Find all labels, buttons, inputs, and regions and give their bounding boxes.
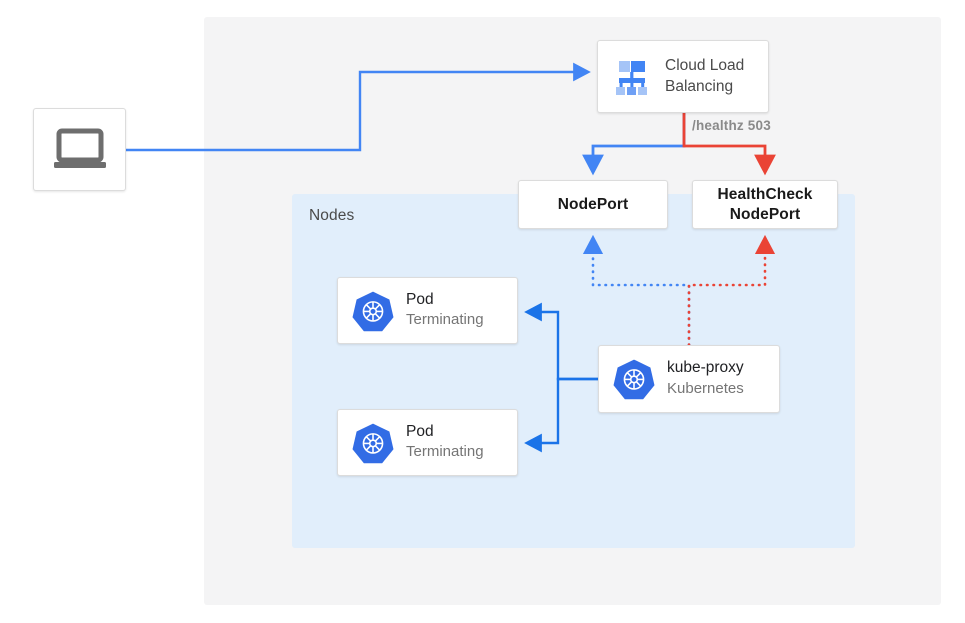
- kubernetes-icon: [613, 358, 655, 400]
- pod-a-title: Pod: [406, 290, 434, 308]
- kube-proxy-subtitle: Kubernetes: [667, 379, 744, 397]
- pod-node-b[interactable]: Pod Terminating: [337, 409, 518, 476]
- kubernetes-icon: [352, 422, 394, 464]
- pod-b-text: Pod Terminating: [406, 423, 484, 462]
- pod-a-status: Terminating: [406, 311, 484, 329]
- nodeport-node[interactable]: NodePort: [518, 180, 668, 229]
- lb-label-line-2: Balancing: [665, 77, 734, 95]
- laptop-icon: [52, 128, 108, 172]
- pod-a-text: Pod Terminating: [406, 291, 484, 330]
- healthcheck-label-line-1: HealthCheck: [717, 185, 813, 203]
- healthz-503-label: /healthz 503: [692, 118, 771, 133]
- healthcheck-nodeport-label: HealthCheck NodePort: [718, 185, 813, 225]
- cloud-load-balancing-node[interactable]: Cloud Load Balancing: [597, 40, 769, 113]
- lb-label-line-1: Cloud Load: [665, 57, 745, 75]
- client-node[interactable]: [33, 108, 126, 191]
- kubernetes-icon: [352, 290, 394, 332]
- cloud-load-balancing-icon: [610, 55, 654, 99]
- cloud-load-balancing-label: Cloud Load Balancing: [665, 56, 744, 97]
- nodes-region-label: Nodes: [309, 207, 355, 224]
- pod-node-a[interactable]: Pod Terminating: [337, 277, 518, 344]
- kube-proxy-text: kube-proxy Kubernetes: [667, 359, 744, 398]
- pod-b-title: Pod: [406, 422, 434, 440]
- nodeport-label: NodePort: [557, 195, 629, 213]
- healthcheck-nodeport-node[interactable]: HealthCheck NodePort: [692, 180, 838, 229]
- kube-proxy-title: kube-proxy: [667, 359, 744, 377]
- pod-b-status: Terminating: [406, 443, 484, 461]
- healthcheck-label-line-2: NodePort: [729, 205, 801, 223]
- kube-proxy-node[interactable]: kube-proxy Kubernetes: [598, 345, 780, 413]
